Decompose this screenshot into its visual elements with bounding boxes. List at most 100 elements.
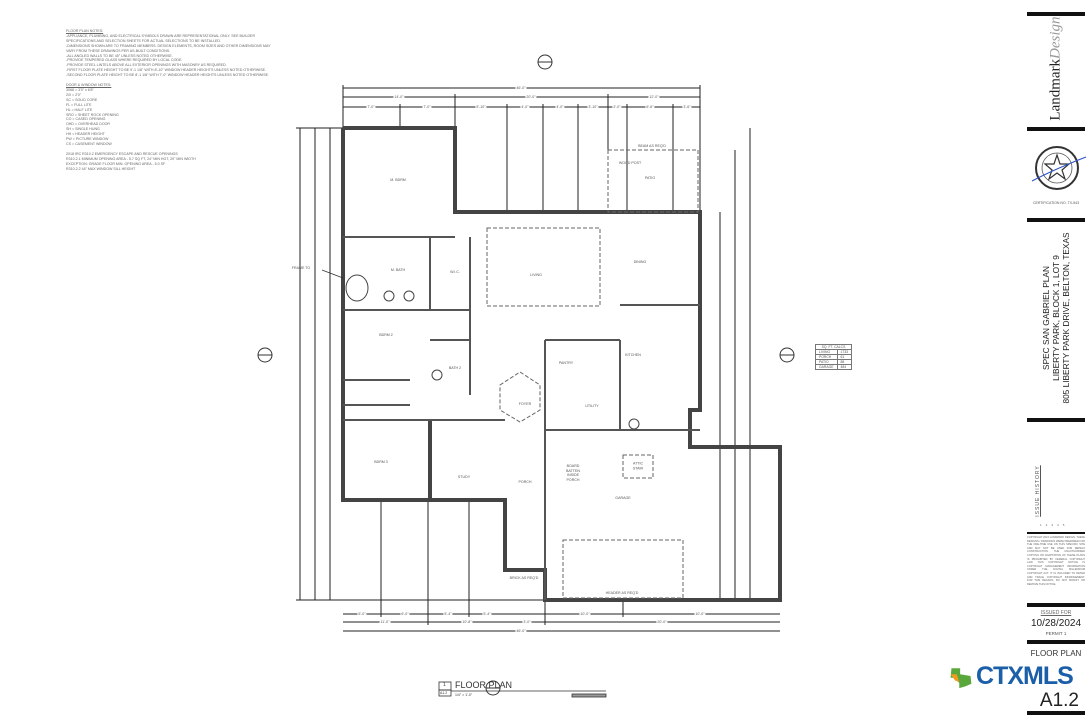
sheet-title: FLOOR PLAN — [1030, 649, 1082, 658]
note: HL = HALF LITE — [66, 107, 93, 112]
note: R310.2.1 MINIMUM OPENING AREA - 5.7 SQ F… — [66, 156, 196, 161]
issue-number: 3 — [1051, 523, 1054, 527]
note: CO = CASED OPENING — [66, 117, 106, 122]
copyright-notice: COPYRIGHT 2024 LANDMARK DESIGN. THESE DE… — [1027, 536, 1085, 586]
divider — [1027, 218, 1085, 222]
plan-scale: 1/4" = 1'-0" — [455, 693, 473, 697]
room-label: BATH 2 — [448, 365, 462, 370]
dimension-label: 3'-6" — [682, 104, 692, 110]
dimension-label: 4'-0" — [520, 104, 530, 110]
dimension-label: 5'-0" — [357, 611, 367, 617]
plan-number: 1 — [443, 682, 446, 688]
room-label: M. BATH — [390, 267, 406, 272]
door-window-notes-title: DOOR & WINDOW NOTES: — [66, 83, 112, 88]
dimension-label: 10'-8" — [461, 619, 473, 625]
room-label: KITCHEN — [625, 352, 641, 357]
room-label: ATTIC STAIR — [632, 461, 644, 471]
room-label: LIVING — [530, 272, 542, 277]
project-info: SPEC SAN GABRIEL PLAN LIBERTY PARK, BLOC… — [1041, 223, 1071, 413]
project-lot: LIBERTY PARK, BLOCK 1, LOT 9 — [1051, 255, 1061, 381]
dimension-label: 10'-0" — [579, 611, 591, 617]
issued-for-label: ISSUED FOR — [1040, 610, 1072, 616]
firm-script: Design — [1047, 16, 1064, 59]
dimension-label: 5'-10" — [475, 104, 487, 110]
note: FL = FULL LITE — [66, 102, 92, 107]
note: SPECIFICATIONS AND SELECTION SHEETS FOR … — [66, 38, 221, 43]
dimension-label: 7'-0" — [366, 104, 376, 110]
dimension-label: 4'-0" — [555, 104, 565, 110]
dimension-label: 46'-0" — [515, 628, 527, 634]
room-label: PANTRY — [558, 360, 574, 365]
dimension-label: 6'-6" — [645, 104, 655, 110]
note: -DIMENSIONS SHOWN ARE TO FRAMING MEMBERS… — [66, 43, 271, 48]
note: -PROVIDE TEMPERED GLASS WHERE REQUIRED B… — [66, 58, 183, 63]
dimension-label: 14'-0" — [393, 94, 405, 100]
divider — [1027, 640, 1085, 644]
note: -ALL ANGLED WALLS TO BE 45° UNLESS NOTED… — [66, 53, 173, 58]
dimension-label: 7'-0" — [422, 104, 432, 110]
room-label: HEADER AS REQ'D — [605, 590, 639, 595]
room-label: BRICK AS REQ'D — [509, 575, 539, 580]
note: -FIRST FLOOR PLATE HEIGHT TO BE 9'-1 1/8… — [66, 68, 267, 73]
seal-icon — [1031, 146, 1087, 190]
note: HH = HEADER HEIGHT — [66, 132, 105, 137]
divider — [1027, 532, 1085, 534]
callout-leader — [321, 269, 344, 279]
dimension-label: 46'-0" — [515, 85, 527, 91]
issue-number: 4 — [1057, 523, 1059, 527]
room-label: FOYER — [518, 401, 532, 406]
firm-name: Landmark — [1047, 58, 1064, 121]
room-label: BDRM 3 — [374, 459, 388, 464]
room-label: WOOD POST — [618, 160, 642, 165]
issue-number: 2 — [1045, 523, 1048, 527]
room-label: GARAGE — [615, 495, 631, 500]
dimension-label: 3'-0" — [522, 619, 532, 625]
issue-numbers: 1 2 3 4 5 — [1040, 523, 1064, 527]
note: CS = CASEMENT WINDOW — [66, 141, 112, 146]
note: 3068 = 3'0" x 6'8" — [66, 87, 94, 92]
issued-date: 10/28/2024 — [1030, 618, 1082, 629]
dashed-outlines — [486, 149, 699, 599]
note: -PROVIDE STEEL LINTELS ABOVE ALL EXTERIO… — [66, 63, 227, 68]
divider — [1027, 127, 1085, 131]
callout-label: FRAME TO — [291, 265, 311, 270]
firm-logo: LandmarkDesign — [1048, 14, 1065, 124]
certification-number: CERTIFICATION NO. TX-543 — [1032, 201, 1080, 205]
issue-number: 5 — [1062, 523, 1065, 527]
note: SRO = SHEET ROCK OPENING — [66, 112, 119, 117]
room-label: PORCH — [518, 479, 532, 484]
dimension-label: 12'-0" — [648, 94, 660, 100]
room-label: BEAM AS REQ'D — [638, 143, 666, 148]
note: OHD = OVERHEAD DOOR — [66, 122, 111, 127]
dimension-label: 20'-0" — [656, 619, 668, 625]
dimension-label: 6'-0" — [400, 611, 410, 617]
note: -APPLIANCE, PLUMBING, AND ELECTRICAL SYM… — [66, 33, 256, 38]
interior-walls — [343, 236, 700, 600]
sheet-ref: A1.2 — [440, 691, 448, 695]
dimension-label: 5'-4" — [482, 611, 492, 617]
note: EXCEPTION: GRADE FLOOR MIN. OPENING AREA… — [66, 161, 166, 166]
note: R310.2.2 44" MAX WINDOW SILL HEIGHT — [66, 166, 136, 171]
divider — [1027, 603, 1085, 607]
divider — [1027, 711, 1085, 715]
floor-plan-notes-title: FLOOR PLAN NOTES: — [66, 29, 104, 33]
ctxmls-watermark: CTXMLS — [946, 663, 1074, 689]
project-address: 805 LIBERTY PARK DRIVE, BELTON, TEXAS — [1061, 232, 1071, 404]
issue-number: 1 — [1040, 523, 1042, 527]
room-label: BDRM 2 — [379, 332, 393, 337]
project-name: SPEC SAN GABRIEL PLAN — [1041, 266, 1051, 370]
room-label: PATIO — [644, 175, 656, 180]
room-label: STUDY — [457, 474, 471, 479]
dimension-label: 10'-0" — [694, 611, 706, 617]
dimension-label: 20'-0" — [525, 94, 537, 100]
exterior-walls — [341, 126, 782, 602]
sheet-number: A1.2 — [1039, 690, 1079, 711]
note: PW = PICTURE WINDOW — [66, 137, 109, 142]
room-label: DINING — [633, 259, 647, 264]
note: 2018 IRC R310.2 EMERGENCY ESCAPE AND RES… — [66, 151, 178, 156]
fixtures — [345, 274, 640, 430]
divider — [1027, 12, 1085, 16]
divider — [1027, 418, 1085, 422]
